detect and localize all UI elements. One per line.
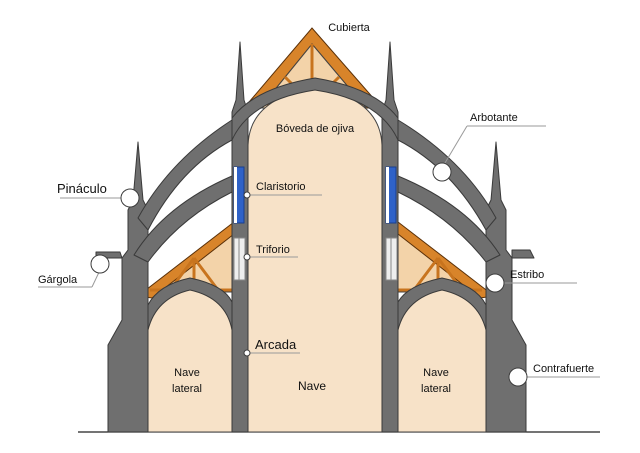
label-arcada: Arcada [255, 337, 297, 352]
right-aisle-arch [397, 277, 487, 433]
marker-claristorio [243, 191, 251, 199]
leader-arbotante [441, 125, 468, 169]
marker-contrafuerte [508, 367, 528, 387]
left-main-pier [231, 41, 249, 433]
label-cubierta: Cubierta [328, 22, 370, 34]
label-contrafuerte: Contrafuerte [533, 363, 594, 375]
label-pinaculo: Pináculo [57, 181, 107, 196]
left-triforium [233, 237, 246, 281]
label-nave: Nave [298, 379, 326, 393]
label-nave-lateral-right-line2: lateral [421, 383, 451, 395]
right-main-pier [381, 41, 399, 433]
pointed-vault [231, 77, 399, 141]
left-aisle-arch [147, 277, 233, 433]
marker-arcada [243, 349, 251, 357]
marker-estribo [485, 273, 505, 293]
right-gargoyle-stone [511, 249, 535, 259]
marker-gargola [90, 254, 110, 274]
marker-triforio [243, 253, 251, 261]
label-nave-lateral-right-line1: Nave [423, 367, 449, 379]
label-claristorio: Claristorio [256, 181, 306, 193]
label-boveda: Bóveda de ojiva [276, 123, 355, 135]
label-triforio: Triforio [256, 244, 290, 256]
marker-pinaculo [120, 188, 140, 208]
left-outer-buttress [107, 141, 149, 433]
label-estribo: Estribo [510, 269, 544, 281]
label-arbotante: Arbotante [470, 112, 518, 124]
label-gargola: Gárgola [38, 274, 78, 286]
label-nave-lateral-left-line2: lateral [172, 383, 202, 395]
label-nave-lateral-left-line1: Nave [174, 367, 200, 379]
left-clerestory-window [233, 166, 245, 224]
marker-arbotante [432, 162, 452, 182]
right-clerestory-window [385, 166, 397, 224]
right-triforium [385, 237, 398, 281]
